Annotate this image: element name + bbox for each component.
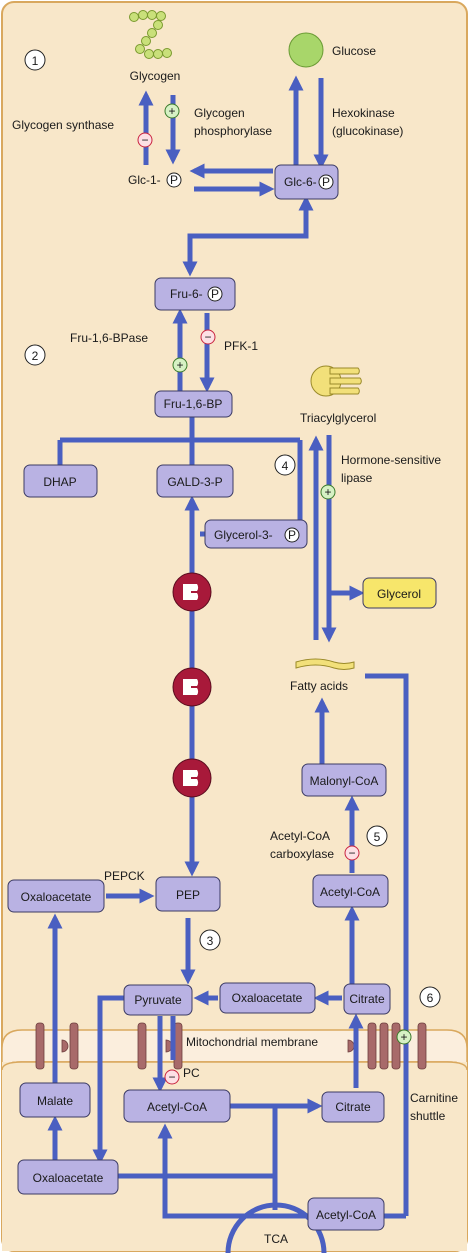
acetyl-coa-cytosol-label: Acetyl-CoA [320, 885, 380, 899]
pyruvate-box [123, 984, 193, 1016]
tca-label: TCA [264, 1232, 288, 1246]
phosphate-symbol: P [288, 528, 296, 542]
fatty-acid-icon [295, 658, 355, 670]
fru6p-label: Fru-6- [170, 287, 203, 301]
phosphate-icon [166, 172, 182, 188]
pep-label: PEP [176, 888, 200, 902]
malonyl-coa-box [301, 763, 387, 797]
phosphate-symbol: P [170, 173, 178, 187]
glycerol3p-box [204, 519, 308, 549]
phosphate-icon [207, 286, 223, 302]
step-5: 5 [374, 830, 381, 844]
activator-icon: + [176, 358, 183, 372]
inhibitor-icon: − [141, 133, 148, 147]
triacylglycerol-label: Triacylglycerol [300, 411, 376, 425]
hexokinase-label-1: Hexokinase [332, 106, 395, 120]
step-1: 1 [32, 54, 39, 68]
acetyl-coa-cytosol-box [312, 874, 389, 908]
mitochondrial-membrane-label: Mitochondrial membrane [186, 1035, 318, 1049]
glucose-label: Glucose [332, 44, 376, 58]
citrate-mito-label: Citrate [335, 1100, 371, 1114]
citrate-cytosol-box [343, 983, 391, 1015]
acetyl-coa-mito2-label: Acetyl-CoA [316, 1208, 376, 1222]
transport-protein-icons [172, 572, 212, 798]
inhibitor-icon: − [204, 330, 211, 344]
pyruvate-label: Pyruvate [134, 993, 182, 1007]
oxaloacetate-mito-box [17, 1159, 119, 1195]
fatty-acids-label: Fatty acids [290, 679, 348, 693]
phosphate-symbol: P [322, 175, 330, 189]
glycogen-phosphorylase-label-2: phosphorylase [194, 124, 272, 138]
pc-label: PC [183, 1066, 200, 1080]
dhap-box [23, 464, 98, 498]
glycerol3p-label: Glycerol-3- [214, 528, 273, 542]
malonyl-coa-label: Malonyl-CoA [310, 774, 379, 788]
step-2: 2 [32, 349, 39, 363]
dhap-label: DHAP [43, 475, 76, 489]
phosphate-symbol: P [211, 287, 219, 301]
step-4: 4 [282, 459, 289, 473]
acc-label-1: Acetyl-CoA [270, 829, 330, 843]
citrate-cytosol-label: Citrate [349, 992, 385, 1006]
malate-label: Malate [37, 1094, 73, 1108]
oxaloacetate-mid-box [219, 982, 316, 1014]
regulation-markers: + − − + + − − + [137, 103, 412, 1085]
triacylglycerol-icon [310, 365, 362, 397]
fru16bp-label: Fru-1,6-BP [164, 397, 223, 411]
acetyl-coa-mito-label: Acetyl-CoA [147, 1100, 207, 1114]
oxaloacetate-mid-label: Oxaloacetate [232, 991, 303, 1005]
citrate-mito-box [321, 1091, 385, 1123]
hexokinase-label-2: (glucokinase) [332, 124, 403, 138]
glycerol-box [362, 577, 437, 609]
pfk1-label: PFK-1 [224, 339, 258, 353]
oxaloacetate-cytosol-box [7, 879, 105, 913]
glycerol-label: Glycerol [377, 587, 421, 601]
fru16bpase-label: Fru-1,6-BPase [70, 331, 148, 345]
activator-icon: + [324, 485, 331, 499]
glc6p-box [274, 164, 339, 200]
mitochondrial-membrane [1, 1029, 468, 1251]
pepck-label: PEPCK [104, 869, 145, 883]
gald3p-box [156, 464, 234, 498]
hsl-label-1: Hormone-sensitive [341, 453, 441, 467]
inhibitor-icon: − [168, 1070, 175, 1084]
inhibitor-icon: − [348, 846, 355, 860]
phosphate-icon [318, 174, 334, 190]
gald3p-label: GALD-3-P [167, 475, 222, 489]
tca-cycle-arc [225, 1202, 327, 1253]
oxaloacetate-cytosol-label: Oxaloacetate [21, 890, 92, 904]
glycogen-synthase-label: Glycogen synthase [12, 118, 114, 132]
hsl-label-2: lipase [341, 471, 373, 485]
acetyl-coa-mito-box [123, 1089, 231, 1123]
carnitine-shuttle-label-1: Carnitine [410, 1091, 458, 1105]
oxaloacetate-mito-label: Oxaloacetate [33, 1171, 104, 1185]
step-6: 6 [427, 991, 434, 1005]
activator-icon: + [400, 1030, 407, 1044]
glucose-icon [288, 32, 324, 68]
phosphate-icon [284, 527, 300, 543]
acetyl-coa-mito2-box [307, 1197, 385, 1231]
acc-label-2: carboxylase [270, 847, 334, 861]
glycogen-phosphorylase-label-1: Glycogen [194, 106, 245, 120]
glycogen-icon [129, 10, 172, 59]
step-markers: 1 2 3 4 5 6 [24, 49, 441, 1008]
carnitine-shuttle-label-2: shuttle [410, 1109, 446, 1123]
glc6p-label: Glc-6- [284, 175, 317, 189]
fru6p-box [154, 277, 236, 311]
step-3: 3 [207, 934, 214, 948]
pep-box [155, 876, 221, 912]
glc1p-label: Glc-1- [128, 173, 161, 187]
activator-icon: + [168, 104, 175, 118]
malate-box [19, 1082, 91, 1118]
glycogen-label: Glycogen [130, 69, 181, 83]
fru16bp-box [154, 390, 233, 418]
